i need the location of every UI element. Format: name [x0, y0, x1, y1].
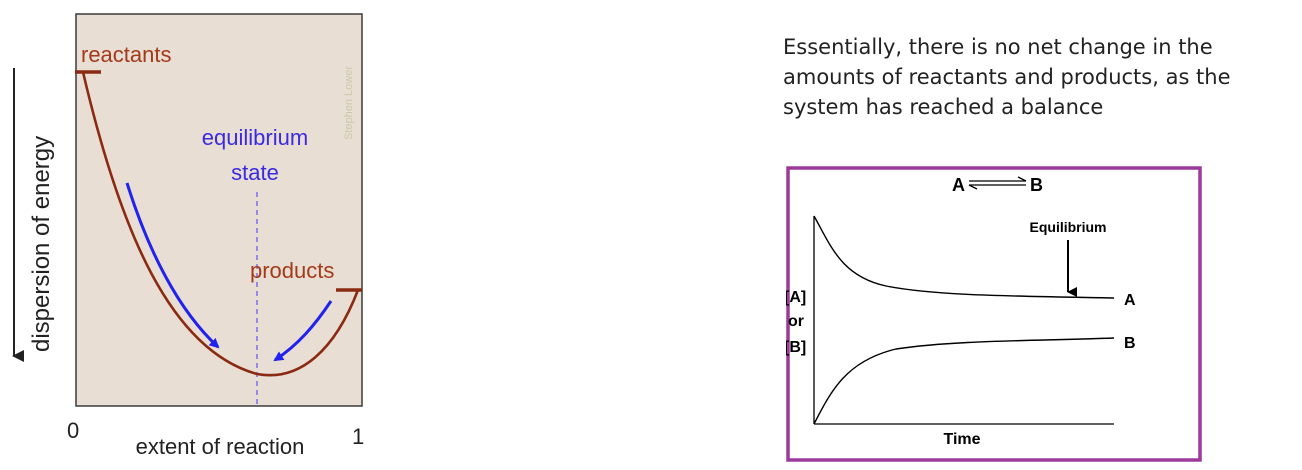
products-label: products — [250, 258, 334, 283]
equilibrium-label: equilibrium — [202, 125, 308, 150]
chart-x-label: Time — [943, 431, 980, 448]
y-label-b: [B] — [786, 339, 806, 356]
reaction-right-label: B — [1030, 175, 1043, 195]
series-a-label: A — [1124, 292, 1136, 309]
reactants-label: reactants — [81, 42, 172, 67]
series-a-curve — [813, 215, 1115, 299]
energy-curve — [81, 71, 360, 377]
left-blue-arrow — [125, 182, 220, 349]
chart-frame — [786, 166, 1202, 462]
right-blue-arrow — [273, 300, 333, 362]
credit-text: Stephen Lower — [343, 66, 355, 140]
equilibrium-annotation: Equilibrium — [1030, 219, 1107, 235]
series-b-curve — [813, 337, 1115, 425]
diagram-panel — [75, 13, 363, 407]
energy-diagram: Stephen Lower reactants products equilib… — [12, 13, 364, 459]
equilibrium-arrows-icon — [968, 176, 1027, 190]
description-text: Essentially, there is no net change in t… — [783, 35, 1231, 119]
reaction-left-label: A — [952, 175, 965, 195]
y-label-a: [A] — [786, 289, 806, 306]
y-axis-label: dispersion of energy — [28, 136, 55, 352]
y-label-or: or — [788, 313, 804, 330]
equilibrium-chart: A B Equilibrium [A] or [B] A B Time — [786, 166, 1202, 462]
x-tick-start: 0 — [67, 418, 79, 443]
series-b-label: B — [1124, 335, 1136, 352]
x-axis-label: extent of reaction — [136, 434, 305, 459]
x-tick-end: 1 — [352, 424, 364, 449]
state-label: state — [231, 160, 279, 185]
